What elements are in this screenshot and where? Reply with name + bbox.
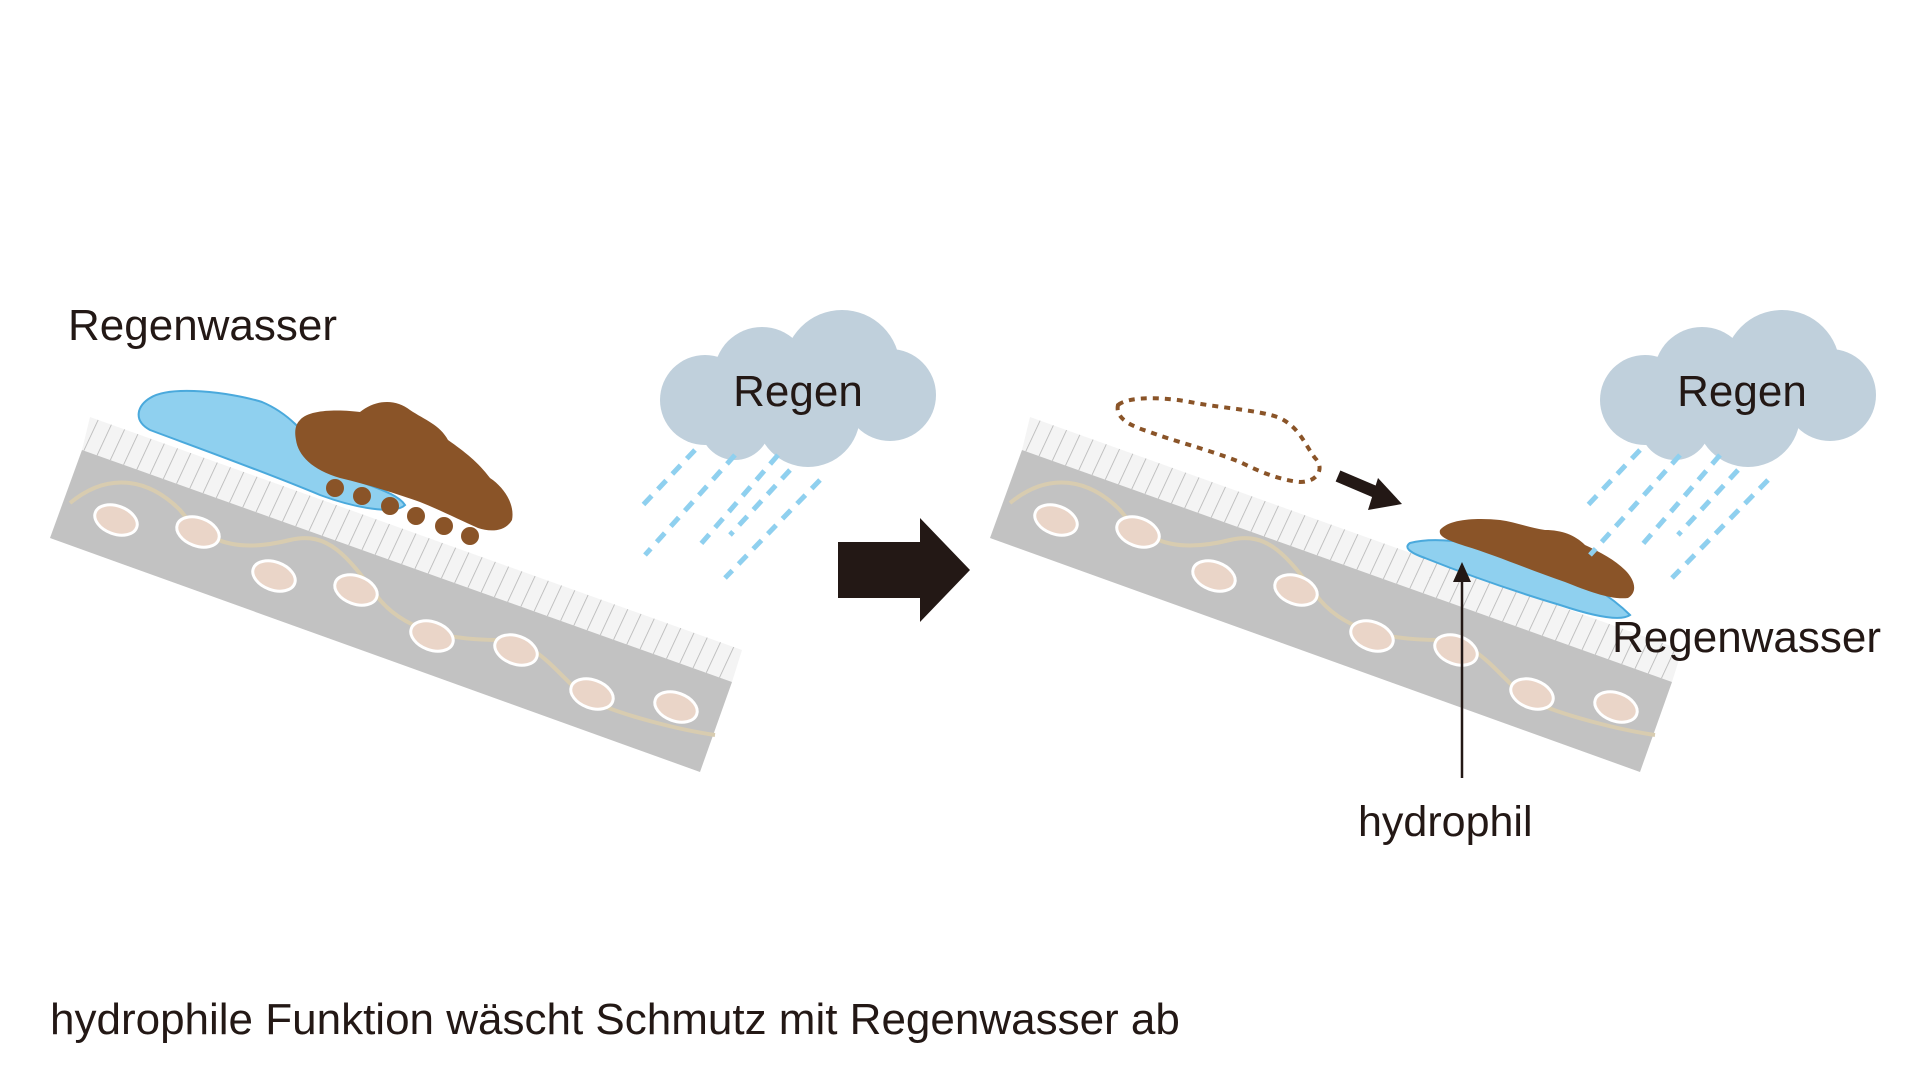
- diagram-caption: hydrophile Funktion wäscht Schmutz mit R…: [50, 995, 1180, 1044]
- right-water-label: Regenwasser: [1612, 613, 1881, 662]
- transition-arrow-icon: [838, 518, 970, 622]
- left-dirt-clump: [295, 401, 513, 531]
- left-rain-streaks: [641, 448, 822, 580]
- left-panel: [50, 310, 936, 772]
- hydrophil-label: hydrophil: [1358, 798, 1533, 846]
- hydrophil-pointer: [1453, 562, 1471, 778]
- right-dirt-clump: [1439, 519, 1635, 599]
- right-pebbles: [1033, 503, 1639, 724]
- left-dirt-particles: [326, 479, 479, 545]
- left-cloud-label: Regen: [733, 367, 863, 416]
- right-coating-layer: [1022, 417, 1682, 682]
- left-coating-layer: [82, 417, 742, 682]
- left-water-label: Regenwasser: [68, 301, 337, 350]
- right-rain-streaks: [1586, 448, 1770, 580]
- direction-arrow-icon: [1335, 470, 1402, 510]
- right-panel: [990, 310, 1876, 778]
- left-pebbles: [93, 503, 699, 724]
- right-rain-cloud: [1600, 310, 1876, 467]
- right-cloud-label: Regen: [1677, 367, 1807, 416]
- left-rain-cloud: [660, 310, 936, 467]
